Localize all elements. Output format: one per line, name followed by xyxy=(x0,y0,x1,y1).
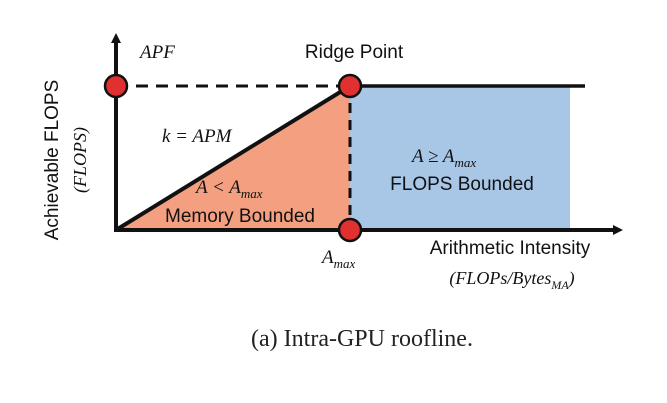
ridge-tick-label: Amax xyxy=(320,247,355,271)
peak-marker xyxy=(103,73,129,99)
ridge-tick-marker xyxy=(337,217,363,243)
ridge-point-marker xyxy=(337,73,363,99)
peak-label: APF xyxy=(138,42,175,63)
flops-bounded-region xyxy=(350,86,570,230)
memory-bounded-label: Memory Bounded xyxy=(165,206,315,227)
slope-label: k = APM xyxy=(162,126,233,147)
x-axis-label: Arithmetic Intensity xyxy=(430,238,591,259)
flops-bounded-label: FLOPS Bounded xyxy=(390,174,534,195)
y-axis-label: Achievable FLOPS xyxy=(42,80,63,241)
memory-condition: A < Amax xyxy=(194,177,263,201)
flops-condition: A ≥ Amax xyxy=(410,146,476,170)
ridge-point-label: Ridge Point xyxy=(305,42,404,63)
y-axis-unit: (FLOPS) xyxy=(70,127,91,193)
x-axis-unit: (FLOPs/BytesMA) xyxy=(449,268,574,292)
memory-slope-line xyxy=(114,84,352,232)
figure-caption: (a) Intra-GPU roofline. xyxy=(251,326,473,352)
